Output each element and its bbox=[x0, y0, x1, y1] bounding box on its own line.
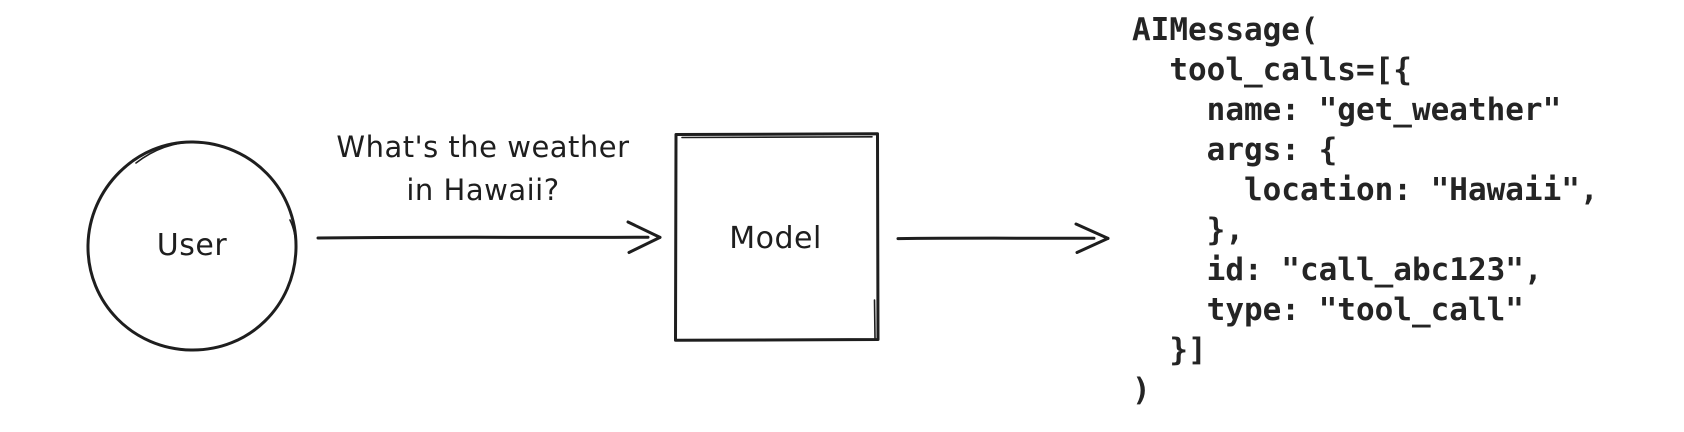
response-arrow bbox=[896, 222, 1110, 254]
request-message-label: What's the weather in Hawaii? bbox=[336, 130, 630, 207]
ai-message-code: AIMessage( tool_calls=[{ name: "get_weat… bbox=[1132, 12, 1599, 408]
user-label: User bbox=[156, 228, 228, 263]
user-circle-shape bbox=[86, 140, 298, 352]
request-arrow bbox=[316, 220, 662, 254]
model-label: Model bbox=[729, 221, 822, 256]
model-box-shape bbox=[674, 132, 880, 342]
